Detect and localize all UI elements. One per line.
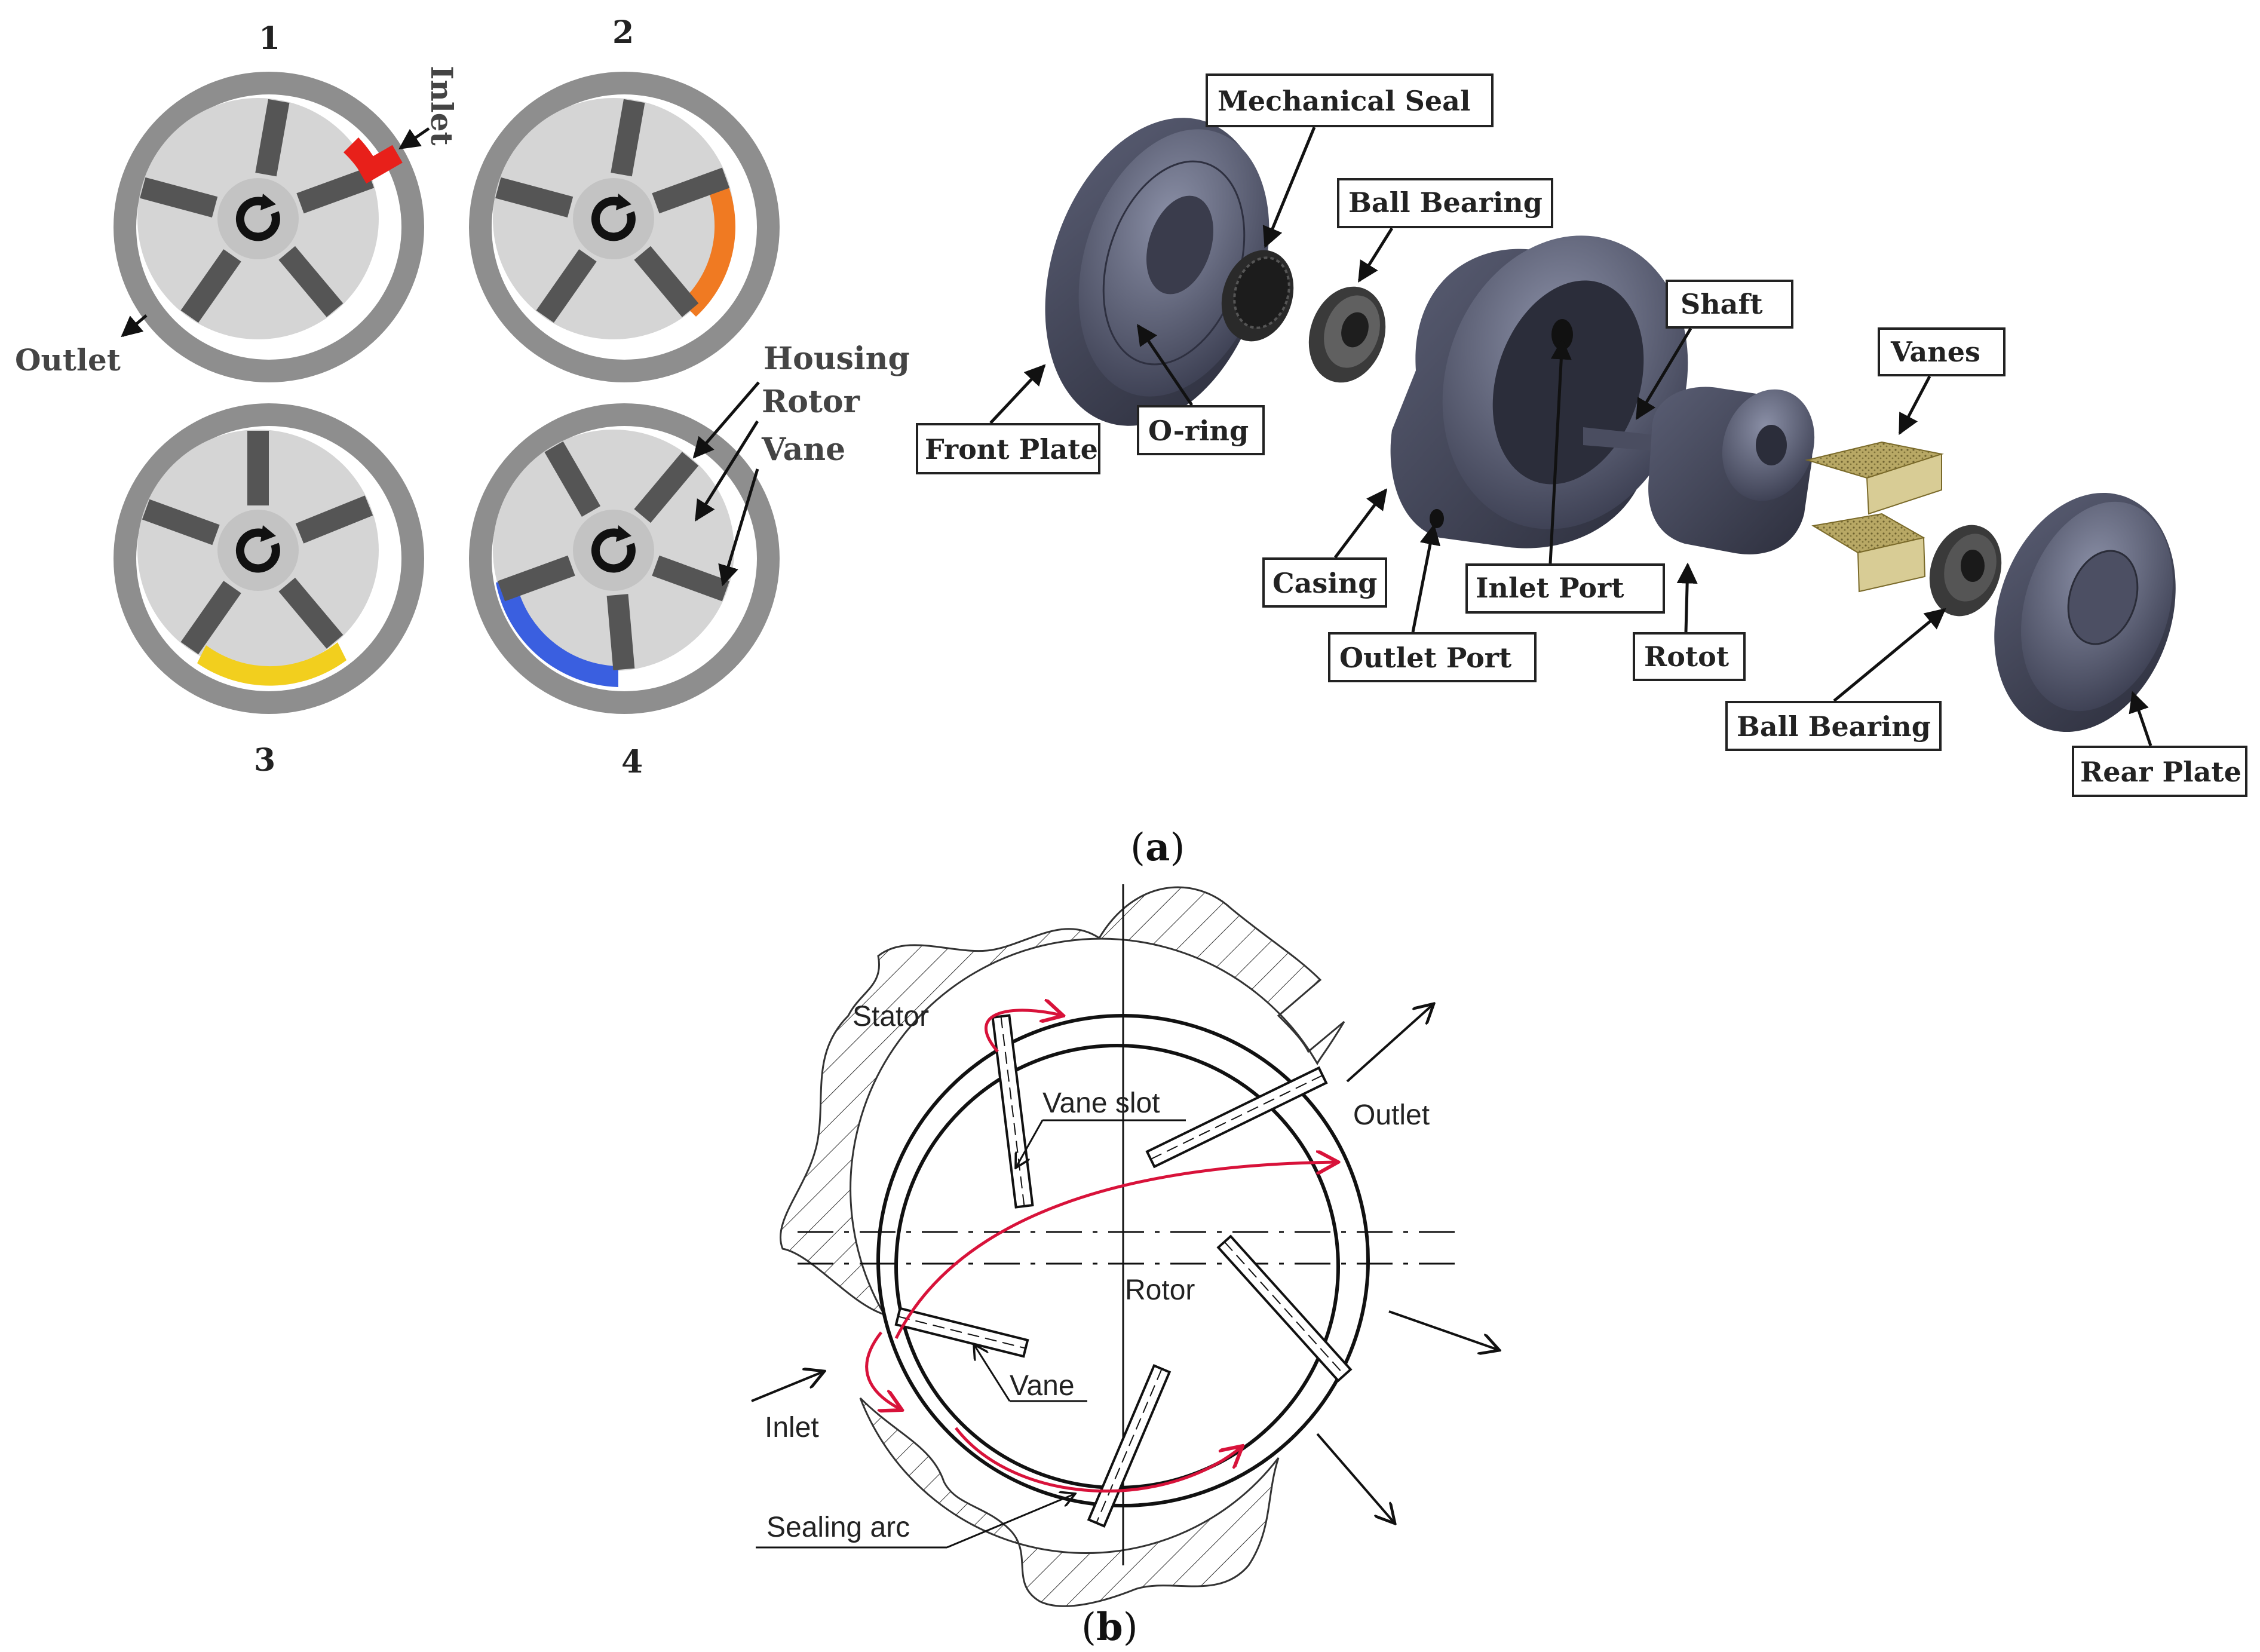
housing-arrow bbox=[692, 381, 760, 459]
outlet-flow-arrow-3 bbox=[1316, 1433, 1395, 1524]
vane-slot-5 bbox=[894, 1307, 1029, 1358]
vane-slot-3 bbox=[1216, 1234, 1353, 1383]
label-ball-bearing-top: Ball Bearing bbox=[1337, 178, 1553, 228]
step-label-1: 1 bbox=[259, 20, 280, 57]
svg-text:Rotot: Rotot bbox=[1644, 640, 1730, 673]
casing-part bbox=[1390, 235, 1688, 548]
svg-text:Rear Plate: Rear Plate bbox=[2080, 756, 2241, 788]
rotot-arrow bbox=[1676, 562, 1698, 633]
caption-a: (a) bbox=[1130, 825, 1185, 870]
vane-label-b: Vane bbox=[1010, 1370, 1075, 1402]
cycle-step-1 bbox=[114, 72, 424, 382]
vanes-part bbox=[1805, 441, 1944, 593]
front-plate-arrow bbox=[989, 364, 1046, 424]
shaft-arrow bbox=[1635, 327, 1692, 421]
svg-text:Outlet Port: Outlet Port bbox=[1339, 642, 1512, 674]
svg-text:Ball Bearing: Ball Bearing bbox=[1737, 710, 1931, 743]
svg-text:Ball Bearing: Ball Bearing bbox=[1348, 186, 1543, 219]
inlet-label: Inlet bbox=[424, 66, 459, 146]
label-front-plate: Front Plate bbox=[916, 423, 1100, 474]
vane-label: Vane bbox=[761, 431, 845, 468]
label-vanes: Vanes bbox=[1878, 327, 2006, 376]
vane-slot-leader bbox=[1016, 1120, 1044, 1168]
label-rear-plate: Rear Plate bbox=[2072, 746, 2247, 797]
compression-fill-orange bbox=[681, 179, 735, 317]
label-outlet-port: Outlet Port bbox=[1328, 632, 1537, 682]
rotor-part bbox=[1648, 387, 1815, 554]
svg-text:Casing: Casing bbox=[1272, 567, 1377, 599]
rotor-label-b: Rotor bbox=[1125, 1274, 1195, 1306]
ball-bearing-bottom-part bbox=[1929, 525, 2002, 617]
label-ball-bearing-bottom: Ball Bearing bbox=[1725, 701, 1942, 751]
front-plate-part bbox=[1045, 118, 1269, 426]
svg-text:Mechanical Seal: Mechanical Seal bbox=[1218, 85, 1470, 117]
casing-arrow bbox=[1334, 488, 1388, 559]
sealing-arc-leader bbox=[946, 1494, 1075, 1549]
outlet-flow-arrow-2 bbox=[1388, 1310, 1499, 1350]
outlet-label-b: Outlet bbox=[1353, 1099, 1430, 1131]
label-shaft: Shaft bbox=[1666, 280, 1793, 329]
expansion-fill-yellow bbox=[197, 642, 346, 686]
outlet-label: Outlet bbox=[15, 342, 121, 378]
svg-text:O-ring: O-ring bbox=[1148, 415, 1249, 447]
step-label-4: 4 bbox=[621, 744, 643, 780]
flow-paths bbox=[865, 1010, 1338, 1493]
housing-label: Housing bbox=[763, 341, 910, 377]
inlet-arrow bbox=[398, 127, 430, 150]
cycle-step-4 bbox=[469, 403, 780, 714]
vane-arrow bbox=[718, 468, 759, 587]
exploded-view: Mechanical Seal Ball Bearing Shaft Vanes… bbox=[916, 73, 2247, 797]
vane-pump-section: Stator Vane slot Outlet Rotor Vane Inlet… bbox=[751, 884, 1499, 1607]
sealing-arc-label: Sealing arc bbox=[766, 1512, 910, 1543]
vane-slot-4 bbox=[1087, 1364, 1172, 1528]
rotor-label: Rotor bbox=[762, 384, 860, 420]
inlet-label-b: Inlet bbox=[765, 1412, 819, 1443]
stator-label: Stator bbox=[853, 1001, 929, 1032]
vane-slot-2 bbox=[1145, 1066, 1328, 1169]
cycle-step-3 bbox=[114, 403, 424, 714]
ball-bearing-top-arrow bbox=[1357, 227, 1394, 283]
vanes-arrow bbox=[1898, 375, 1931, 436]
vane-leader bbox=[974, 1344, 1011, 1402]
stator-body bbox=[779, 886, 1345, 1316]
ball-bearing-bottom-arrow bbox=[1833, 608, 1946, 702]
label-inlet-port: Inlet Port bbox=[1465, 563, 1665, 614]
svg-text:Vanes: Vanes bbox=[1890, 336, 1980, 368]
svg-text:Shaft: Shaft bbox=[1681, 288, 1763, 320]
rear-plate-part bbox=[1994, 492, 2176, 732]
mechanical-seal-arrow bbox=[1262, 127, 1316, 249]
outlet-port-arrow bbox=[1411, 523, 1441, 633]
stator-body-lower bbox=[859, 1397, 1280, 1607]
rotor-arrow bbox=[694, 420, 759, 522]
outlet-arrow bbox=[121, 314, 148, 338]
inlet-port-arrow bbox=[1548, 338, 1572, 564]
svg-text:Inlet Port: Inlet Port bbox=[1476, 572, 1624, 604]
label-casing: Casing bbox=[1262, 557, 1387, 608]
svg-text:Front Plate: Front Plate bbox=[925, 433, 1098, 465]
inlet-flow-arrow bbox=[751, 1371, 824, 1402]
label-mechanical-seal: Mechanical Seal bbox=[1206, 73, 1494, 127]
o-ring-arrow bbox=[1136, 324, 1194, 406]
rear-plate-arrow bbox=[2129, 691, 2152, 746]
label-rotot: Rotot bbox=[1633, 632, 1746, 681]
step-label-3: 3 bbox=[254, 742, 275, 779]
label-o-ring: O-ring bbox=[1137, 405, 1265, 455]
ball-bearing-top-part bbox=[1308, 286, 1386, 383]
cycle-step-2 bbox=[469, 72, 780, 382]
mechanical-seal-part bbox=[1221, 250, 1294, 342]
caption-b: (b) bbox=[1081, 1605, 1138, 1650]
pump-cycle-diagrams: 1 Inlet Outlet 2 bbox=[15, 14, 910, 780]
outlet-flow-arrow-1 bbox=[1346, 1004, 1434, 1083]
vane-slot-label: Vane slot bbox=[1042, 1087, 1160, 1119]
step-label-2: 2 bbox=[612, 14, 634, 51]
